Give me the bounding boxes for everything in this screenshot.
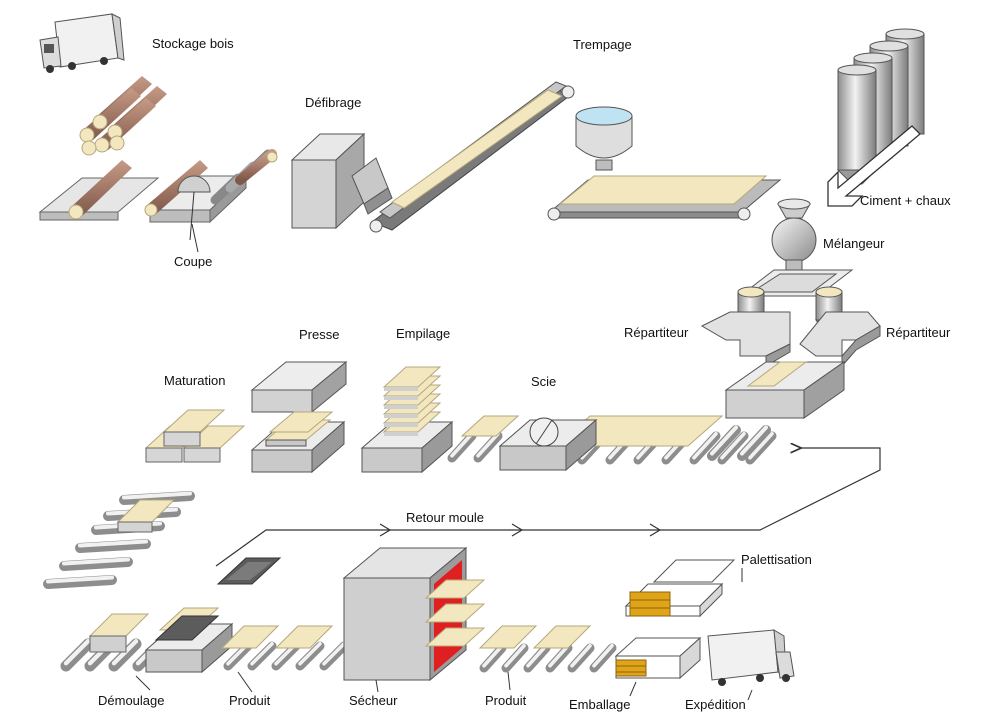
maturation-stacks (144, 409, 246, 463)
stacked-board-edge (384, 396, 418, 400)
label-scie: Scie (531, 374, 557, 389)
roller-highlight (322, 641, 346, 666)
roller-conveyor-left (43, 491, 195, 589)
label-expedition: Expédition (685, 697, 746, 712)
label-defibrage: Défibrage (305, 95, 362, 110)
roller-highlight (122, 491, 192, 500)
roller (59, 557, 133, 571)
cutting-station (144, 160, 248, 241)
demoulding-station (88, 607, 234, 674)
mould-plate (216, 557, 282, 585)
stacked-board-edge (384, 387, 418, 391)
label-coupe: Coupe (174, 254, 213, 269)
roller-conveyor-saw (447, 415, 520, 463)
palletising-stack (624, 559, 736, 618)
roller-conveyor-middle (554, 415, 777, 465)
label-secheur: Sécheur (349, 693, 398, 708)
label-stockage-bois: Stockage bois (152, 36, 234, 51)
label-presse: Presse (299, 327, 340, 342)
roller-highlight (504, 643, 526, 668)
fiber-conveyor (369, 81, 575, 233)
press-machine (250, 360, 348, 474)
label-retour-moule: Retour moule (406, 510, 485, 525)
dryer-machine (342, 546, 486, 682)
label-empilage: Empilage (396, 326, 451, 341)
roller (119, 491, 195, 505)
stacked-board-edge (384, 423, 418, 427)
label-emballage: Emballage (569, 697, 631, 712)
silo-icon (836, 28, 925, 185)
label-maturation: Maturation (164, 373, 226, 388)
product-boards-left (220, 625, 334, 649)
roller-highlight (46, 575, 114, 584)
shipping-truck-icon (707, 629, 795, 686)
label-trempage: Trempage (573, 37, 632, 52)
saw-machine (498, 417, 598, 472)
stacked-board-edge (384, 432, 418, 436)
soaking-tank (575, 106, 633, 171)
label-leader-lines (135, 223, 753, 701)
roller-highlight (482, 643, 504, 668)
debarker-machine (290, 132, 393, 230)
packaging-box (614, 636, 702, 680)
label-palettisation: Palettisation (741, 552, 812, 567)
label-ciment-chaux: Ciment + chaux (860, 193, 951, 208)
label-melangeur: Mélangeur (823, 236, 885, 251)
stacked-board-edge (384, 414, 418, 418)
label-produit-1: Produit (229, 693, 271, 708)
roller-highlight (450, 431, 474, 458)
roller-highlight (62, 557, 130, 566)
product-boards-right (478, 625, 592, 649)
roller-highlight (710, 425, 738, 456)
roller-highlight (250, 641, 274, 666)
roller (43, 575, 117, 589)
roller-highlight (720, 431, 746, 460)
soaking-conveyor (547, 175, 782, 221)
log-pile-icon (79, 76, 167, 156)
cement-arrow (827, 125, 921, 207)
roller-highlight (692, 431, 718, 460)
roller-highlight (63, 639, 91, 666)
roller-highlight (748, 431, 774, 460)
label-demoulage: Démoulage (98, 693, 165, 708)
label-repartiteur-right: Répartiteur (886, 325, 951, 340)
roller-highlight (592, 643, 614, 668)
roller-ramp (210, 149, 278, 205)
roller-highlight (740, 425, 768, 456)
label-produit-2: Produit (485, 693, 527, 708)
roller-highlight (548, 643, 570, 668)
label-repartiteur-left: Répartiteur (624, 325, 689, 340)
stacking-station (360, 366, 454, 474)
roller-highlight (476, 431, 500, 458)
roller-highlight (78, 539, 148, 548)
roller (75, 539, 151, 553)
forming-station (724, 361, 846, 419)
roller-highlight (298, 641, 322, 666)
distributor-right (799, 286, 881, 368)
stacked-board-edge (384, 405, 418, 409)
roller-highlight (570, 643, 592, 668)
truck-icon (39, 13, 125, 73)
mould-return-line (215, 448, 881, 567)
log-conveyor (38, 160, 160, 221)
distributor-left (700, 286, 791, 367)
roller-highlight (526, 643, 548, 668)
